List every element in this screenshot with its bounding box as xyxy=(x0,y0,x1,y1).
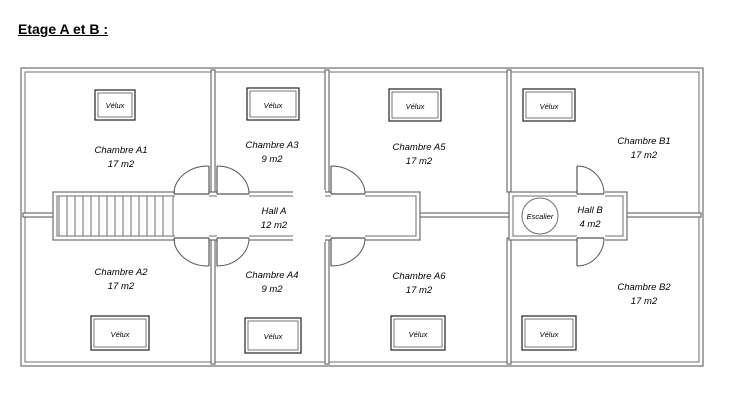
hall-b-wall-inner xyxy=(512,195,624,237)
wall-a3-a5-upper xyxy=(324,69,330,195)
door-b1 xyxy=(576,165,605,195)
room-a2-name: Chambre A2 xyxy=(95,267,149,278)
door-a5 xyxy=(330,165,366,195)
velux-a2-label: Vélux xyxy=(111,330,130,339)
room-b2-name: Chambre B2 xyxy=(617,282,671,293)
velux-a4-label: Vélux xyxy=(264,332,283,341)
velux-a5: Vélux xyxy=(388,88,442,122)
staircase-a xyxy=(58,195,174,237)
wall-b1-b2 xyxy=(624,212,702,218)
velux-a1-label: Vélux xyxy=(106,101,125,110)
room-a4-name: Chambre A4 xyxy=(246,270,299,281)
wall-a1-a3-upper xyxy=(210,69,216,195)
room-b1-area: 17 m2 xyxy=(631,150,658,161)
hall-b-area: 4 m2 xyxy=(579,219,601,230)
door-a6 xyxy=(330,237,366,267)
velux-a5-label: Vélux xyxy=(406,102,425,111)
wall-a2-a4-lower xyxy=(210,237,216,365)
room-a5-name: Chambre A5 xyxy=(393,142,447,153)
room-a3-name: Chambre A3 xyxy=(246,140,300,151)
velux-a6: Vélux xyxy=(390,315,446,351)
velux-b1-label: Vélux xyxy=(540,102,559,111)
wall-a5-b1-upper xyxy=(506,69,512,193)
room-a1-area: 17 m2 xyxy=(108,159,135,170)
velux-b2-label: Vélux xyxy=(540,330,559,339)
wall-a5-a6 xyxy=(417,212,510,218)
room-b1-name: Chambre B1 xyxy=(617,136,670,147)
velux-b1: Vélux xyxy=(522,88,576,122)
door-b2 xyxy=(576,237,605,267)
escalier-circle xyxy=(521,197,559,235)
door-a1 xyxy=(173,165,210,195)
room-a2-area: 17 m2 xyxy=(108,281,135,292)
velux-a1: Vélux xyxy=(94,89,136,121)
room-a4-area: 9 m2 xyxy=(261,284,283,295)
page-title: Etage A et B : xyxy=(18,21,108,37)
hall-a-area: 12 m2 xyxy=(261,220,288,231)
hall-b-wall-outer xyxy=(508,191,628,241)
escalier-label: Escalier xyxy=(527,212,554,221)
door-a2 xyxy=(173,237,210,267)
wall-a6-b2-lower xyxy=(506,237,512,365)
door-gap-a3b xyxy=(293,190,325,198)
velux-b2: Vélux xyxy=(521,315,577,351)
velux-a6-label: Vélux xyxy=(409,330,428,339)
room-a5-area: 17 m2 xyxy=(406,156,433,167)
wall-a4-a6-lower xyxy=(324,237,330,365)
velux-a2: Vélux xyxy=(90,315,150,351)
door-a4 xyxy=(216,237,250,267)
wall-a1-a2 xyxy=(22,212,56,218)
room-b2-area: 17 m2 xyxy=(631,296,658,307)
room-a1-name: Chambre A1 xyxy=(95,145,148,156)
velux-a4: Vélux xyxy=(244,317,302,354)
velux-a3: Vélux xyxy=(246,87,300,121)
room-a6-area: 17 m2 xyxy=(406,285,433,296)
door-a3 xyxy=(216,165,250,195)
door-gap-a4b xyxy=(293,234,325,242)
hall-b-name: Hall B xyxy=(577,205,603,216)
velux-a3-label: Vélux xyxy=(264,101,283,110)
room-a3-area: 9 m2 xyxy=(261,154,283,165)
hall-a-name: Hall A xyxy=(262,206,287,217)
hall-a-wall-outer xyxy=(52,191,421,241)
room-a6-name: Chambre A6 xyxy=(393,271,447,282)
